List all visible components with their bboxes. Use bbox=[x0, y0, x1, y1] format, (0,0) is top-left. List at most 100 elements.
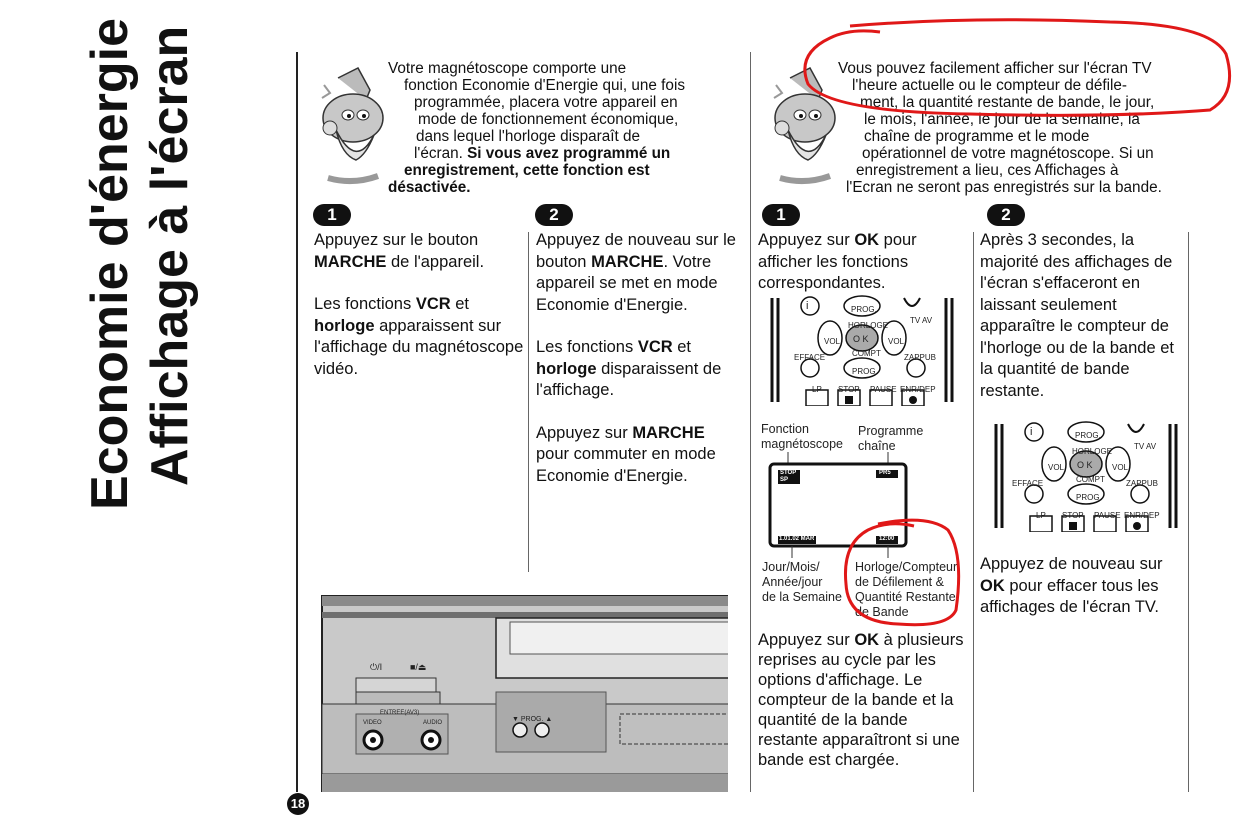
intro-line: opérationnel de votre magnétoscope. Si u… bbox=[862, 145, 1154, 162]
intro-bold-3: désactivée. bbox=[388, 179, 471, 196]
remote-control-illustration-2 bbox=[994, 421, 1178, 532]
remote-vol-left-label: VOL bbox=[824, 337, 841, 346]
remote2-stop-label: STOP bbox=[1062, 511, 1084, 520]
intro-line: Vous pouvez facilement afficher sur l'éc… bbox=[838, 60, 1152, 77]
right-intro-text: Vous pouvez facilement afficher sur l'éc… bbox=[838, 60, 1162, 196]
tv-screen-date: 1.01.02 MAR bbox=[779, 536, 815, 542]
step-paragraph: Appuyez sur MARCHE pour commuter en mode… bbox=[536, 423, 716, 485]
step-number-badge: 2 bbox=[535, 204, 573, 226]
remote-zappub-label: ZAPPUB bbox=[904, 353, 937, 362]
tv-screen-time: 12:00 bbox=[879, 536, 895, 542]
left-intro-text: Votre magnétoscope comporte une fonction… bbox=[388, 60, 685, 196]
mascot-illustration-right bbox=[773, 67, 836, 184]
right-step2-text-top: Après 3 secondes, la majorité des affich… bbox=[980, 230, 1185, 423]
step-paragraph: Appuyez sur OK à plusieurs reprises au c… bbox=[758, 631, 964, 769]
step-paragraph: Les fonctions VCR et horloge disparaisse… bbox=[536, 338, 722, 399]
intro-line: l'Ecran ne seront pas enregistrés sur la… bbox=[846, 179, 1162, 196]
right-step1-text-bottom: Appuyez sur OK à plusieurs reprises au c… bbox=[758, 630, 964, 791]
remote-info-label: i bbox=[806, 300, 809, 312]
remote-enrdep-label: ENR/DEP bbox=[900, 385, 936, 394]
step-number-badge: 1 bbox=[313, 204, 351, 226]
intro-line: ment, la quantité restante de bande, le … bbox=[860, 94, 1155, 111]
page-divider bbox=[750, 52, 751, 792]
intro-line: désactivée. bbox=[388, 179, 685, 196]
intro-line-text: dans lequel l'horloge disparaît de bbox=[416, 128, 641, 145]
page-title-line1: Economie d'énergie bbox=[81, 17, 139, 510]
vcr-video-label: VIDEO bbox=[363, 720, 382, 726]
step-paragraph: Après 3 secondes, la majorité des affich… bbox=[980, 231, 1174, 400]
step-paragraph: Appuyez de nouveau sur OK pour effacer t… bbox=[980, 555, 1163, 616]
remote2-vol-right-label: VOL bbox=[1112, 463, 1129, 472]
red-annotation-clock-circle bbox=[843, 518, 961, 627]
intro-bold-1: Si vous avez programmé un bbox=[467, 145, 671, 162]
remote2-ok-label: O K bbox=[1077, 460, 1093, 470]
step-number-badge: 2 bbox=[987, 204, 1025, 226]
red-annotation-scribble bbox=[803, 18, 1232, 117]
remote2-prog-label: PROG. bbox=[1075, 431, 1101, 440]
vcr-stop-eject-label: ■/⏏ bbox=[410, 662, 427, 672]
remote-vol-right-label: VOL bbox=[888, 337, 905, 346]
vcr-audio-label: AUDIO bbox=[423, 720, 443, 726]
remote-efface-label: EFFACE bbox=[794, 353, 826, 362]
mascot-illustration-left bbox=[321, 67, 384, 184]
remote-stop-label: STOP bbox=[838, 385, 860, 394]
remote2-horloge-label: HORLOGE bbox=[1072, 447, 1113, 456]
intro-line-text: l'écran. bbox=[414, 145, 463, 162]
intro-line: enregistrement a lieu, ces Affichages à bbox=[856, 162, 1119, 179]
intro-line: fonction Economie d'Energie qui, une foi… bbox=[404, 77, 685, 94]
intro-line: Votre magnétoscope comporte une bbox=[388, 60, 627, 77]
remote-compt-label: COMPT bbox=[852, 349, 881, 358]
left-step1-text: Appuyez sur le bouton MARCHE de l'appare… bbox=[314, 230, 524, 401]
intro-line: programmée, placera votre appareil en bbox=[414, 94, 678, 111]
intro-line: chaîne de programme et le mode bbox=[864, 128, 1090, 145]
remote2-prog-down-label: PROG. bbox=[1076, 493, 1102, 502]
column-divider bbox=[973, 232, 974, 792]
left-margin-rule bbox=[296, 52, 298, 792]
remote-lp-label: LP bbox=[812, 385, 822, 394]
intro-line: enregistrement, cette fonction est bbox=[404, 162, 685, 179]
vcr-power-label: ⏻/I bbox=[370, 662, 383, 672]
remote2-enrdep-label: ENR/DEP bbox=[1124, 511, 1160, 520]
step-paragraph: Appuyez sur OK pour afficher les fonctio… bbox=[758, 231, 917, 292]
remote-ok-label: O K bbox=[853, 334, 869, 344]
tv-screen-diagram bbox=[768, 452, 908, 558]
remote-prog-label: PROG. bbox=[851, 305, 877, 314]
step-paragraph: Appuyez de nouveau sur le bouton MARCHE.… bbox=[536, 231, 736, 314]
tv-screen-stop: STOP bbox=[780, 470, 797, 476]
remote-tvav-label: TV AV bbox=[910, 316, 933, 325]
vcr-prog-label: ▼ PROG. ▲ bbox=[512, 716, 553, 723]
remote-prog-down-label: PROG. bbox=[852, 367, 878, 376]
tv-screen-sp: SP bbox=[780, 477, 789, 483]
step-paragraph: Les fonctions VCR et horloge apparaissen… bbox=[314, 295, 524, 378]
intro-bold-2: enregistrement, cette fonction est bbox=[404, 162, 650, 179]
intro-line: mode de fonctionnement économique, bbox=[418, 111, 679, 128]
vcr-front-panel-illustration bbox=[321, 595, 728, 792]
remote2-vol-left-label: VOL bbox=[1048, 463, 1065, 472]
step-paragraph: Appuyez sur le bouton MARCHE de l'appare… bbox=[314, 231, 485, 271]
remote2-info-label: i bbox=[1030, 426, 1033, 438]
left-step2-text: Appuyez de nouveau sur le bouton MARCHE.… bbox=[536, 230, 742, 508]
page-title-line2: Affichage à l'écran bbox=[141, 25, 199, 486]
right-edge-rule bbox=[1188, 232, 1189, 792]
intro-line: l'heure actuelle ou le compteur de défil… bbox=[852, 77, 1128, 94]
column-divider bbox=[528, 232, 529, 572]
intro-line: dans lequel l'horloge disparaît de bbox=[416, 128, 685, 145]
remote-horloge-label: HORLOGE bbox=[848, 321, 889, 330]
remote2-efface-label: EFFACE bbox=[1012, 479, 1044, 488]
tv-screen-channel: PR5 bbox=[879, 470, 891, 476]
intro-line: l'écran. Si vous avez programmé un bbox=[414, 145, 685, 162]
remote-pause-label: PAUSE bbox=[870, 385, 897, 394]
right-step2-text-bottom: Appuyez de nouveau sur OK pour effacer t… bbox=[980, 554, 1185, 640]
right-step1-text-top: Appuyez sur OK pour afficher les fonctio… bbox=[758, 230, 970, 316]
remote2-pause-label: PAUSE bbox=[1094, 511, 1121, 520]
remote2-compt-label: COMPT bbox=[1076, 475, 1105, 484]
vcr-input-label: ENTREE(AV3) bbox=[380, 710, 420, 716]
remote2-zappub-label: ZAPPUB bbox=[1126, 479, 1159, 488]
remote2-lp-label: LP bbox=[1036, 511, 1046, 520]
remote2-tvav-label: TV AV bbox=[1134, 442, 1157, 451]
remote-control-illustration bbox=[770, 295, 954, 406]
